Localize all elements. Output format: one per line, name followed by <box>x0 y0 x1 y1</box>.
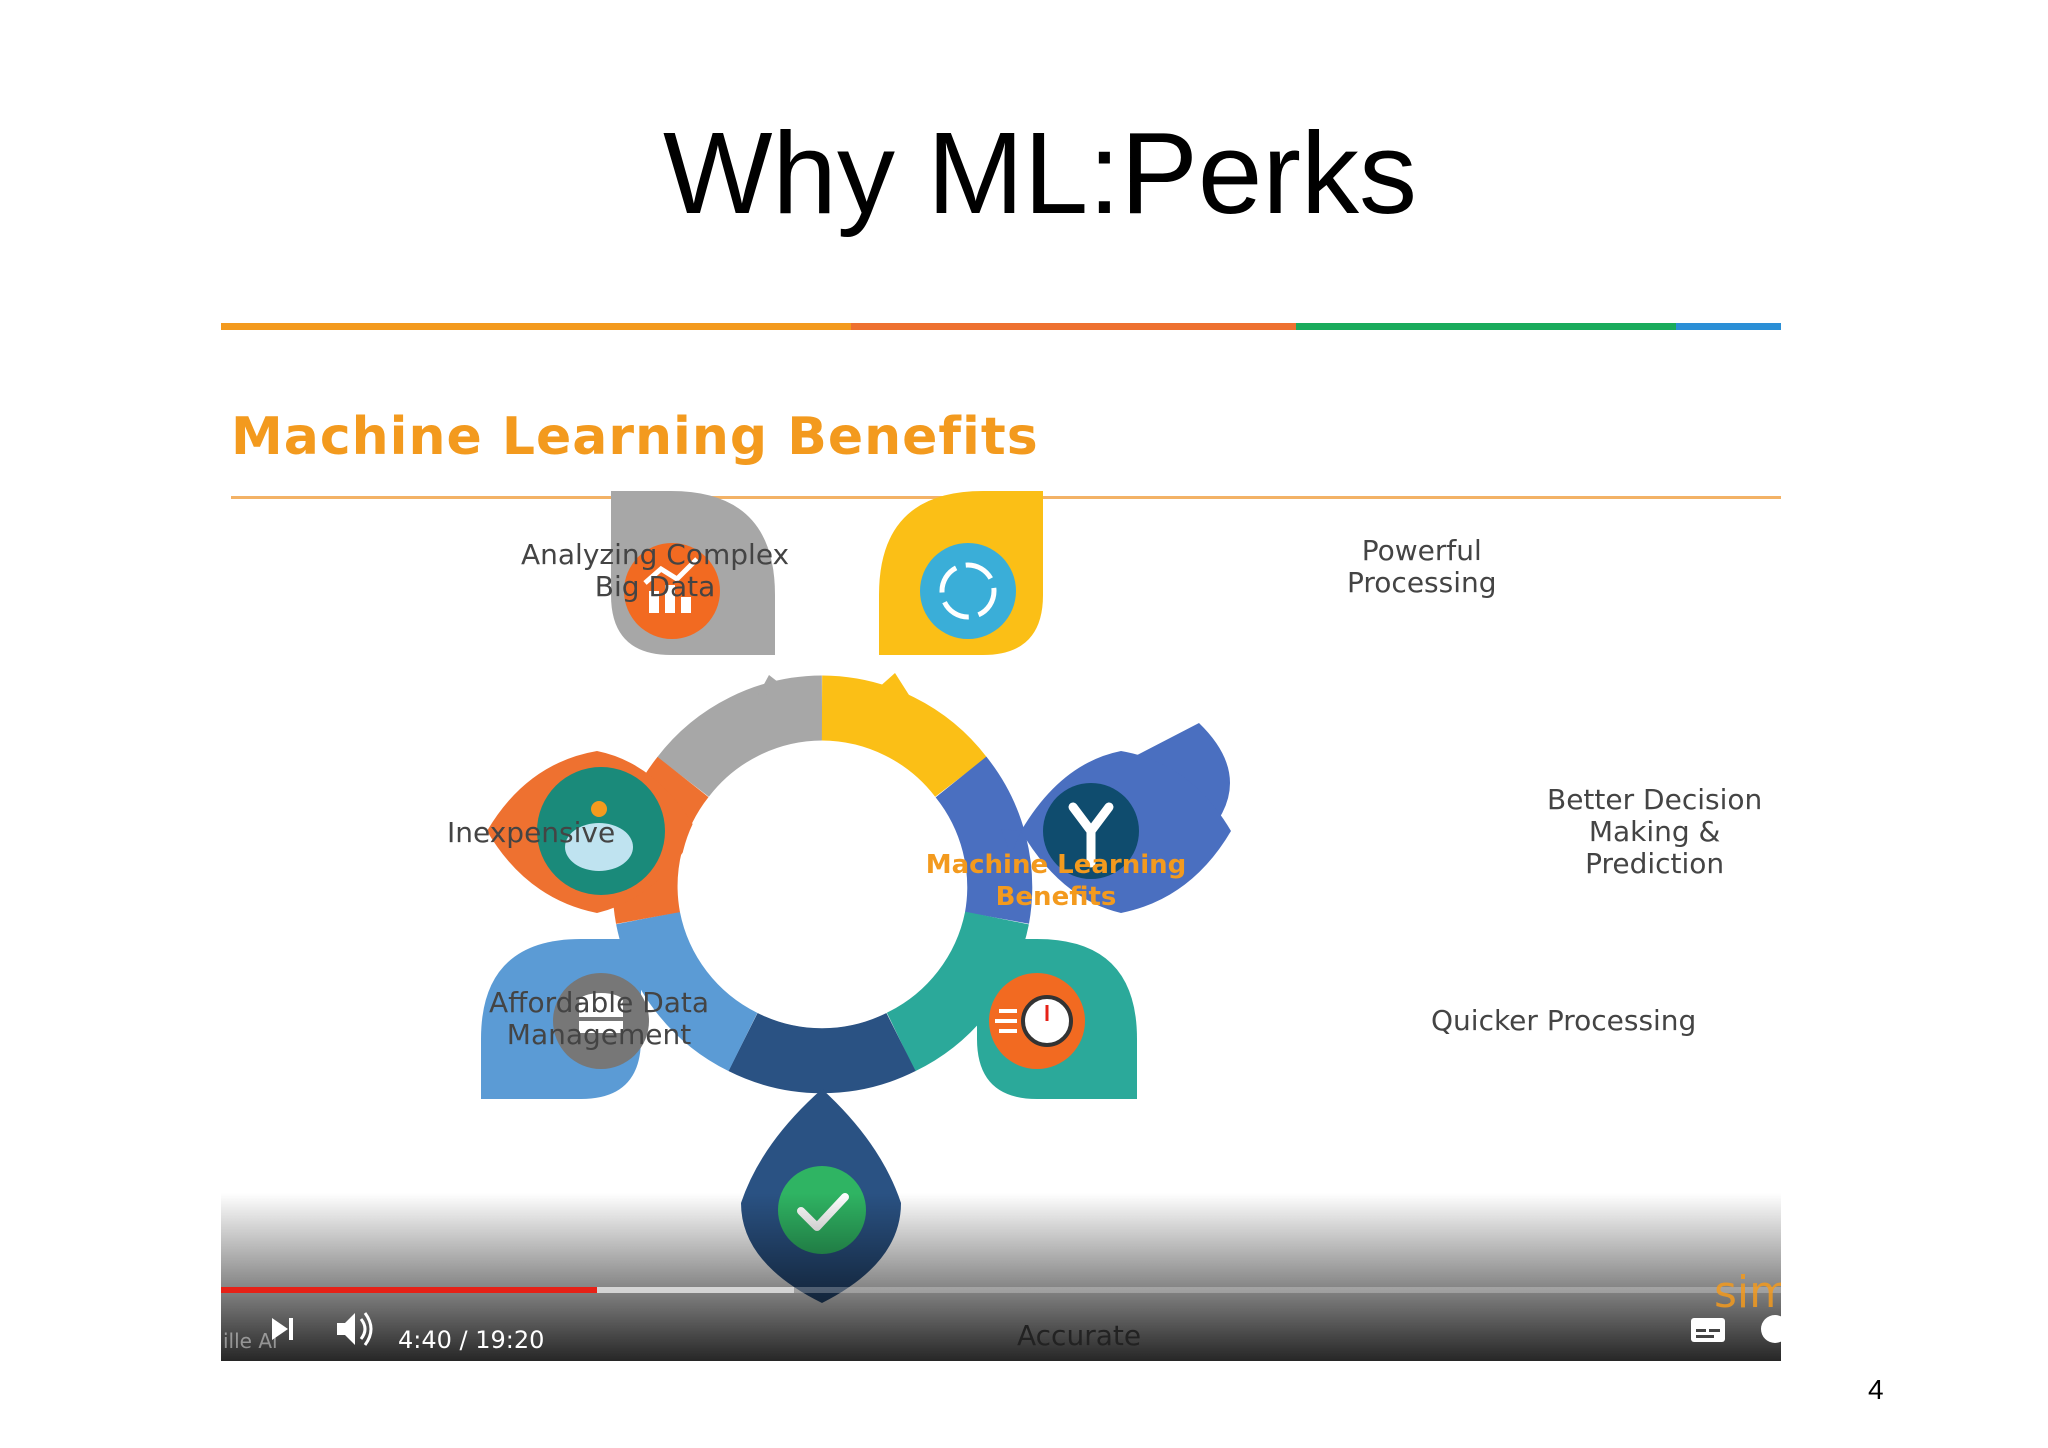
center-label-line2: Benefits <box>995 882 1117 912</box>
database-glyph <box>579 993 623 1033</box>
bar-chart-glyph <box>649 585 691 613</box>
label-analyzing: Analyzing Complex Big Data <box>521 539 789 603</box>
brand-watermark: sim <box>1714 1267 1781 1318</box>
time-display: 4:40 / 19:20 <box>398 1326 545 1354</box>
slide-number: 4 <box>1868 1374 1884 1405</box>
ring-seg-yellow <box>821 675 987 798</box>
label-decision-line2: Making & <box>1588 815 1721 848</box>
refresh-cycle-glyph <box>939 562 997 620</box>
ring-seg-teal <box>886 910 1029 1072</box>
label-quicker-line1: Quicker Processing <box>1431 1004 1697 1037</box>
ring-seg-blue <box>935 756 1033 924</box>
coin-glyph <box>591 801 607 817</box>
label-decision-line1: Better Decision <box>1547 783 1763 816</box>
video-player[interactable]: Machine Learning Benefits Analyzing Comp… <box>221 323 1781 1361</box>
center-label-line1: Machine Learning <box>925 850 1187 880</box>
label-accurate-line1: Accurate <box>1017 1319 1142 1352</box>
ring-notch-right <box>1001 829 1021 855</box>
ring-notch-top-right <box>877 673 909 695</box>
progress-track[interactable] <box>221 1287 1781 1293</box>
captions-icon[interactable] <box>1691 1318 1725 1342</box>
color-bar-blue <box>1676 323 1781 330</box>
label-decision-line3: Prediction <box>1585 847 1725 880</box>
piggy-body-glyph <box>565 823 633 871</box>
ring-notch-top-left <box>757 675 787 697</box>
ring-seg-gray <box>657 675 823 798</box>
player-gradient <box>221 1193 1781 1361</box>
speed-lines-glyph <box>995 1009 1017 1033</box>
benefit-ring <box>612 675 1033 1094</box>
label-quicker: Quicker Processing <box>1431 1005 1696 1037</box>
label-analyzing-line2: Big Data <box>594 570 716 603</box>
label-inexpensive: Inexpensive <box>447 817 615 849</box>
color-bar-green <box>1296 323 1676 330</box>
label-affordable-line2: Management <box>506 1018 692 1051</box>
label-powerful-line2: Processing <box>1347 566 1497 599</box>
progress-played <box>221 1287 597 1293</box>
label-inexpensive-line1: Inexpensive <box>447 816 616 849</box>
ring-seg-lightblue <box>616 910 759 1072</box>
label-analyzing-line1: Analyzing Complex <box>521 538 790 571</box>
ring-notch-bottom <box>811 1071 833 1093</box>
split-arrow-glyph <box>1068 802 1114 868</box>
color-bar-orange <box>221 323 851 330</box>
playlist-hint: ille Al <box>223 1329 278 1353</box>
video-heading: Machine Learning Benefits <box>231 407 1039 467</box>
ring-seg-navy <box>728 1012 916 1094</box>
refresh-cycle-icon <box>920 543 1016 639</box>
label-powerful: Powerful Processing <box>1347 535 1497 599</box>
label-affordable-line1: Affordable Data <box>489 986 710 1019</box>
benefits-diagram <box>221 323 1781 1361</box>
center-hub <box>679 742 965 1028</box>
volume-icon[interactable] <box>337 1312 373 1346</box>
settings-gear-icon[interactable] <box>1761 1315 1781 1343</box>
color-bar-red <box>851 323 1296 330</box>
slide-title: Why ML:Perks <box>662 108 1418 238</box>
label-decision: Better Decision Making & Prediction <box>1547 784 1762 880</box>
next-icon[interactable] <box>272 1318 293 1340</box>
label-accurate: Accurate <box>1017 1320 1141 1352</box>
center-label: Machine Learning Benefits <box>911 849 1201 913</box>
label-powerful-line1: Powerful <box>1361 534 1482 567</box>
trend-line-glyph <box>643 557 699 585</box>
label-affordable: Affordable Data Management <box>489 987 709 1051</box>
